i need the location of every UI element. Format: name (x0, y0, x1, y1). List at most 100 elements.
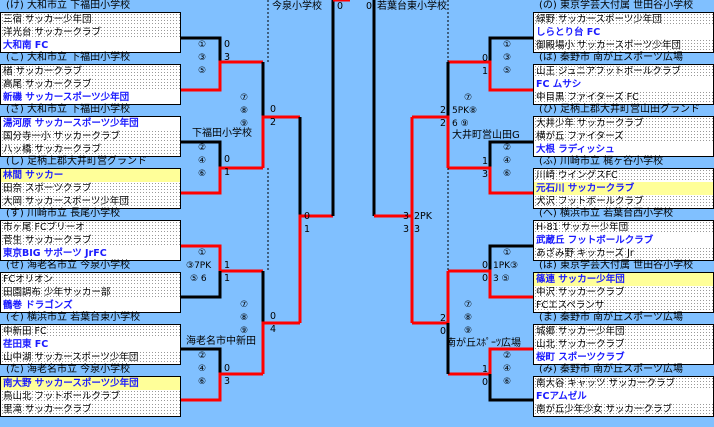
team-name[interactable]: H-81 サッカー少年団 (534, 221, 713, 234)
score: 3 (224, 376, 231, 387)
team-name[interactable]: 菅生 サッカークラブ (1, 234, 180, 247)
score: 4 (270, 324, 277, 335)
group-header: (し) 足柄上郡大井町営グランド (6, 156, 147, 167)
marker-6b: ⑥ (198, 377, 207, 387)
r-marker-7: ⑦ (464, 93, 473, 103)
score: 3 (224, 52, 231, 63)
team-name-winner[interactable]: 桜町 スポーツクラブ (534, 351, 713, 364)
team-name[interactable]: 大岡 サッカースポーツ少年団 (1, 195, 180, 208)
team-name[interactable]: 三宿 サッカー少年団 (1, 13, 180, 26)
score: 2 (440, 313, 447, 324)
score: 1 (482, 66, 489, 77)
team-name-winner[interactable]: 林間 サッカー (1, 169, 180, 182)
r-marker-7b: ⑦ (464, 300, 473, 310)
team-name-winner[interactable]: 鶴巻 ドラゴンズ (1, 299, 180, 312)
team-name-winner[interactable]: 元石川 サッカークラブ (534, 182, 713, 195)
score: 0 (482, 53, 489, 64)
team-name[interactable]: 田奈 スポーツクラブ (1, 182, 180, 195)
r-marker-5pk: 5PK⑧ (452, 106, 478, 116)
marker-3: ③ (198, 53, 207, 63)
group-header: (み) 秦野市 南が丘スポーツ広場 (539, 364, 683, 375)
venue-minamigaoka: 南が丘ｽﾎﾟｰﾂ広場 (446, 338, 521, 349)
team-name[interactable]: 大井少年 サッカークラブ (534, 117, 713, 130)
score: 1 (224, 273, 231, 284)
line-l1-win (181, 60, 263, 92)
line-l2-win (181, 166, 263, 195)
marker-7: ⑦ (240, 93, 249, 103)
score: 0 (482, 273, 489, 284)
team-name-winner[interactable]: FCアムゼル (534, 390, 713, 403)
r-marker-6c: ⑥ (503, 377, 512, 387)
team-name[interactable]: 高尾 サッカークラブ (1, 78, 180, 91)
team-group-box: 南大野 サッカースポーツ少年団鳥山北 フットボールクラブ里滝 サッカークラブ (0, 376, 181, 417)
team-name-winner[interactable]: 武蔵丘 フットボールクラブ (534, 234, 713, 247)
team-name[interactable]: 中目黒 ファイターズ FC (534, 91, 713, 104)
group-header: (さ) 大和市立 下福田小学校 (6, 104, 131, 115)
team-group-box: 市ヶ尾 FCブリーオ菅生 サッカークラブ東京BIG サポーツ JrFC (0, 220, 181, 261)
score: 3 (482, 169, 489, 180)
venue-imaizumi: 今泉小学校 (272, 1, 322, 12)
team-name[interactable]: 緑野 サッカースポーツ少年団 (534, 13, 713, 26)
score-final-right: 0 (366, 1, 373, 12)
team-name-winner[interactable]: 東京BIG サポーツ JrFC (1, 247, 180, 260)
marker-9b: ⑨ (240, 326, 249, 336)
score: 1 (482, 156, 489, 167)
r-marker-9b: ⑨ (464, 326, 473, 336)
team-name[interactable]: FCエスペランサ (534, 299, 713, 312)
r-marker-1: ① (503, 40, 512, 50)
score: 3 (403, 224, 410, 235)
score: 0 (482, 377, 489, 388)
score: 3 (414, 224, 421, 235)
team-name[interactable]: 中新田 FC (1, 325, 180, 338)
team-name[interactable]: 城郷 サッカー少年団 (534, 325, 713, 338)
marker-7b: ⑦ (240, 300, 249, 310)
team-name[interactable]: 御殿場小 サッカースポーツ少年団 (534, 39, 713, 52)
team-group-box: 林間 サッカー田奈 スポーツクラブ大岡 サッカースポーツ少年団 (0, 168, 181, 209)
team-name[interactable]: FCオリオン (1, 273, 180, 286)
team-name-winner[interactable]: 荏田東 FC (1, 338, 180, 351)
line-l3-win (181, 244, 263, 273)
team-name[interactable]: 八ッ橋 サッカークラブ (1, 143, 180, 156)
team-name-winner[interactable]: 新磯 サッカースポーツ少年団 (1, 91, 180, 104)
team-name[interactable]: 南大谷 キャッツ サッカークラブ (534, 377, 713, 390)
score: 0 (224, 39, 231, 50)
team-name[interactable]: 中沢 サッカークラブ (534, 286, 713, 299)
team-name[interactable]: 南が丘少年少女 サッカークラブ (534, 403, 713, 416)
team-name[interactable]: 川崎 ウイングスFC (534, 169, 713, 182)
team-name[interactable]: 横が丘 ファイターズ (534, 130, 713, 143)
team-name[interactable]: 洋光台 サッカークラブ (1, 26, 180, 39)
group-header: (せ) 海老名市立 今泉小学校 (6, 260, 131, 271)
group-header: (す) 川崎市立 長尾小学校 (6, 208, 121, 219)
team-name-winner[interactable]: 大和南 FC (1, 39, 180, 52)
team-name[interactable]: 山王 ジュニアフットボールクラブ (534, 65, 713, 78)
group-header: (た) 海老名市立 今泉小学校 (6, 364, 131, 375)
team-name[interactable]: 鳥山北 フットボールクラブ (1, 390, 180, 403)
team-name-winner[interactable]: しらとり台 FC (534, 26, 713, 39)
team-name-winner[interactable]: 篠連 サッカー少年団 (534, 273, 713, 286)
team-name[interactable]: 山北 サッカークラブ (534, 338, 713, 351)
team-name-winner[interactable]: FC ムサシ (534, 78, 713, 91)
marker-5: ⑤ (198, 66, 207, 76)
team-name[interactable]: 山中湖 サッカースポーツ少年団 (1, 351, 180, 364)
team-name-winner[interactable]: 大根 ラディッシュ (534, 143, 713, 156)
team-name-winner[interactable]: 湯河原 サッカースポーツ少年団 (1, 117, 180, 130)
group-header: (こ) 大和市立 下福田小学校 (6, 52, 131, 63)
team-name[interactable]: あざみ野 キッカーズ Jr (534, 247, 713, 260)
line-lq2-win (261, 321, 300, 374)
marker-3pk: ③7PK (186, 261, 212, 271)
team-name[interactable]: 国分寺一小 サッカークラブ (1, 130, 180, 143)
team-name-winner[interactable]: 南大野 サッカースポーツ少年団 (1, 377, 180, 390)
group-header: (の) 東京学芸大付属 世田谷小学校 (539, 0, 694, 11)
team-name[interactable]: 市ヶ尾 FCブリーオ (1, 221, 180, 234)
team-name[interactable]: 里滝 サッカークラブ (1, 403, 180, 416)
team-name[interactable]: 田園調布 少年サッカー部 (1, 286, 180, 299)
team-name[interactable]: 犬沢 フットボールクラブ (534, 195, 713, 208)
marker-1b: ① (198, 248, 207, 258)
team-name[interactable]: 楢 サッカークラブ (1, 65, 180, 78)
team-group-box: 城郷 サッカー少年団山北 サッカークラブ桜町 スポーツクラブ (533, 324, 714, 365)
venue-ebinanaka: 海老名市中新田 (186, 336, 256, 347)
score: 2 (270, 117, 277, 128)
